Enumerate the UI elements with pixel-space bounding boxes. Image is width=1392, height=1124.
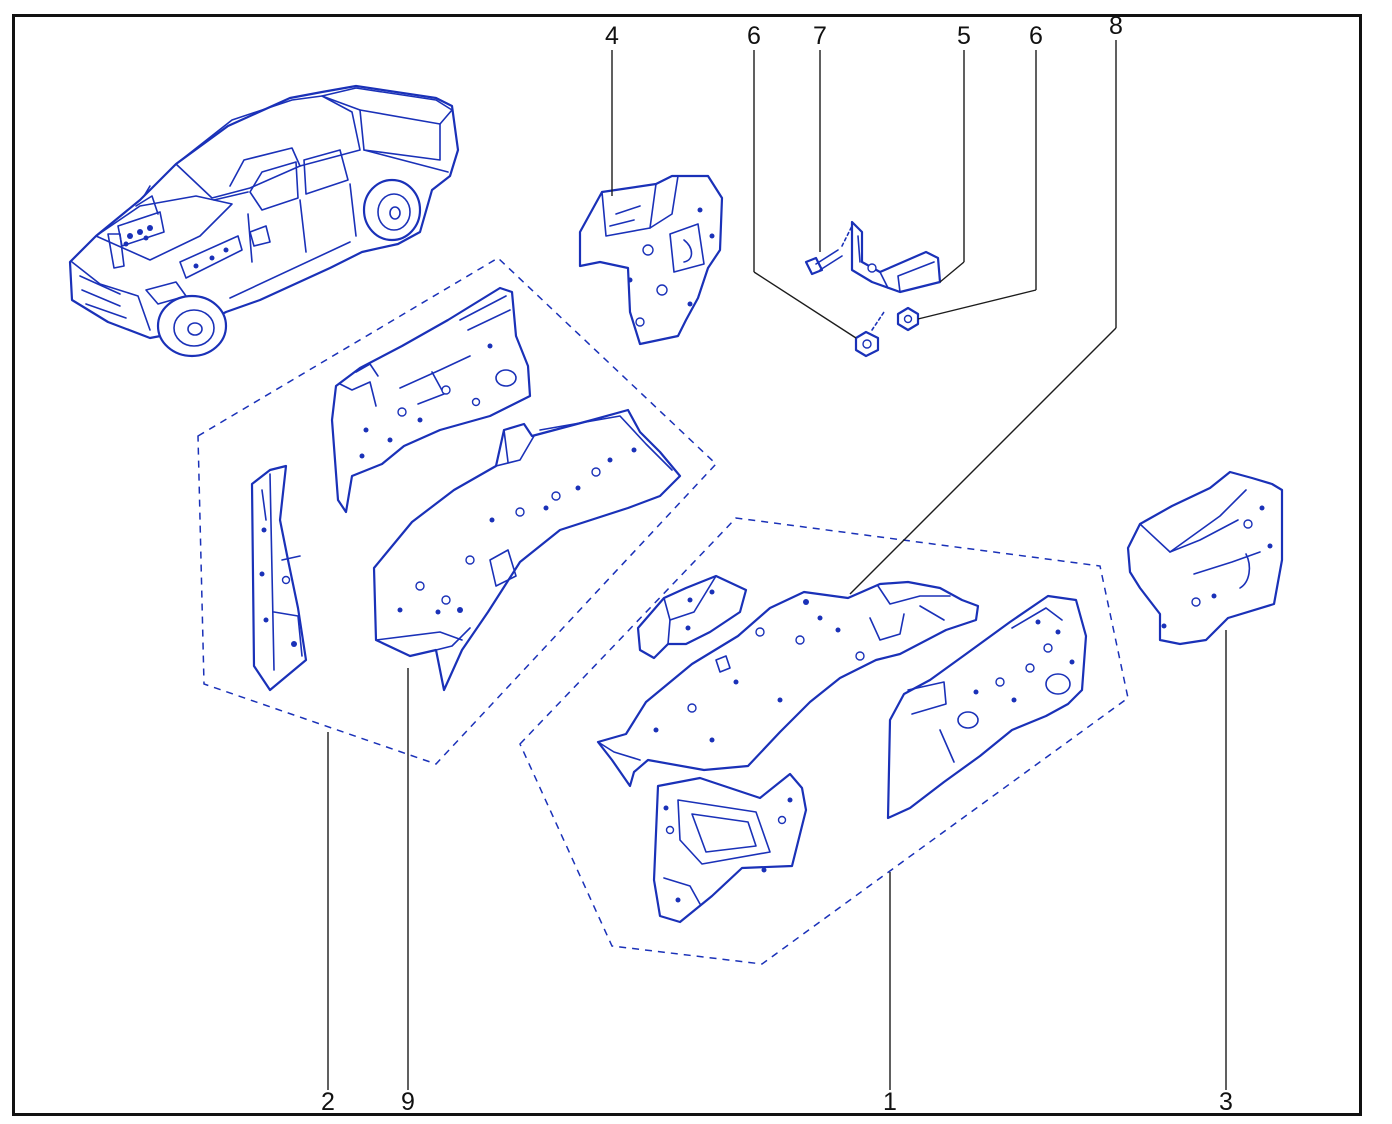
part-2-pillar [250,464,308,692]
callout-5: 5 [957,22,971,50]
part-3-right-panel [1126,470,1284,646]
part-1-front-panel [652,772,808,924]
diagram-frame [12,14,1362,1116]
callout-1: 1 [883,1088,897,1116]
leader-lines [327,40,1227,1090]
part-2-rear-panel [330,286,532,514]
part-1-side-member [596,580,980,788]
part-9-side-member [372,408,682,692]
callout-9: 9 [401,1088,415,1116]
group-1-boundary [519,517,1129,965]
callout-6-left: 6 [747,22,761,50]
part-4-upper-panel [578,174,724,346]
callout-6-right: 6 [1029,22,1043,50]
bracket-hardware-group [804,220,942,358]
callout-4: 4 [605,22,619,50]
callout-7: 7 [813,22,827,50]
callout-3: 3 [1219,1088,1233,1116]
part-1-wheelhouse-panel [886,594,1088,820]
vehicle-overview [68,84,460,358]
callout-2: 2 [321,1088,335,1116]
group-2-boundary [197,257,718,765]
part-1-small-bracket [636,574,748,660]
callout-8: 8 [1109,12,1123,40]
